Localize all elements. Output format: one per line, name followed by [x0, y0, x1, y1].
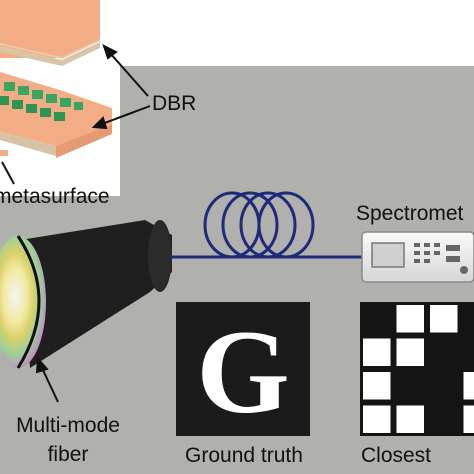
dbr-arrows	[91, 44, 151, 130]
top-dbr-slab	[0, 0, 101, 66]
closest-grid-cell	[363, 372, 391, 400]
ground-truth-label: Ground truth	[185, 444, 303, 467]
closest-grid-cell	[463, 405, 474, 433]
closest-grid-cell	[430, 305, 458, 333]
closest-panel	[360, 302, 474, 436]
spectrometer-label: Spectromet	[356, 202, 464, 225]
multimode-fiber	[0, 220, 172, 369]
spectrometer-device	[361, 231, 474, 283]
closest-grid-cell	[363, 338, 391, 366]
dbr-label: DBR	[152, 92, 196, 115]
metasurface-pillars	[0, 82, 83, 121]
closest-grid-cell	[363, 405, 391, 433]
spectrometer-buttons	[414, 243, 468, 274]
closest-grid-cell	[396, 405, 424, 433]
closest-grid-cell	[396, 338, 424, 366]
spectrometer-display	[371, 242, 405, 268]
ground-truth-glyph: G	[196, 305, 289, 438]
metasurface-inset	[0, 0, 120, 196]
multimode-fiber-label-line1: Multi-mode	[16, 414, 120, 437]
metasurface-label: metasurface	[0, 185, 110, 208]
closest-grid-cell	[396, 305, 424, 333]
fiber-coil	[203, 191, 315, 259]
ground-truth-panel: G	[176, 302, 310, 438]
multimode-fiber-arrow	[35, 356, 59, 403]
closest-label: Closest	[361, 444, 431, 467]
closest-grid-cell	[463, 372, 474, 400]
multimode-fiber-label-line2: fiber	[48, 443, 89, 466]
metasurface-arrow	[1, 161, 15, 185]
